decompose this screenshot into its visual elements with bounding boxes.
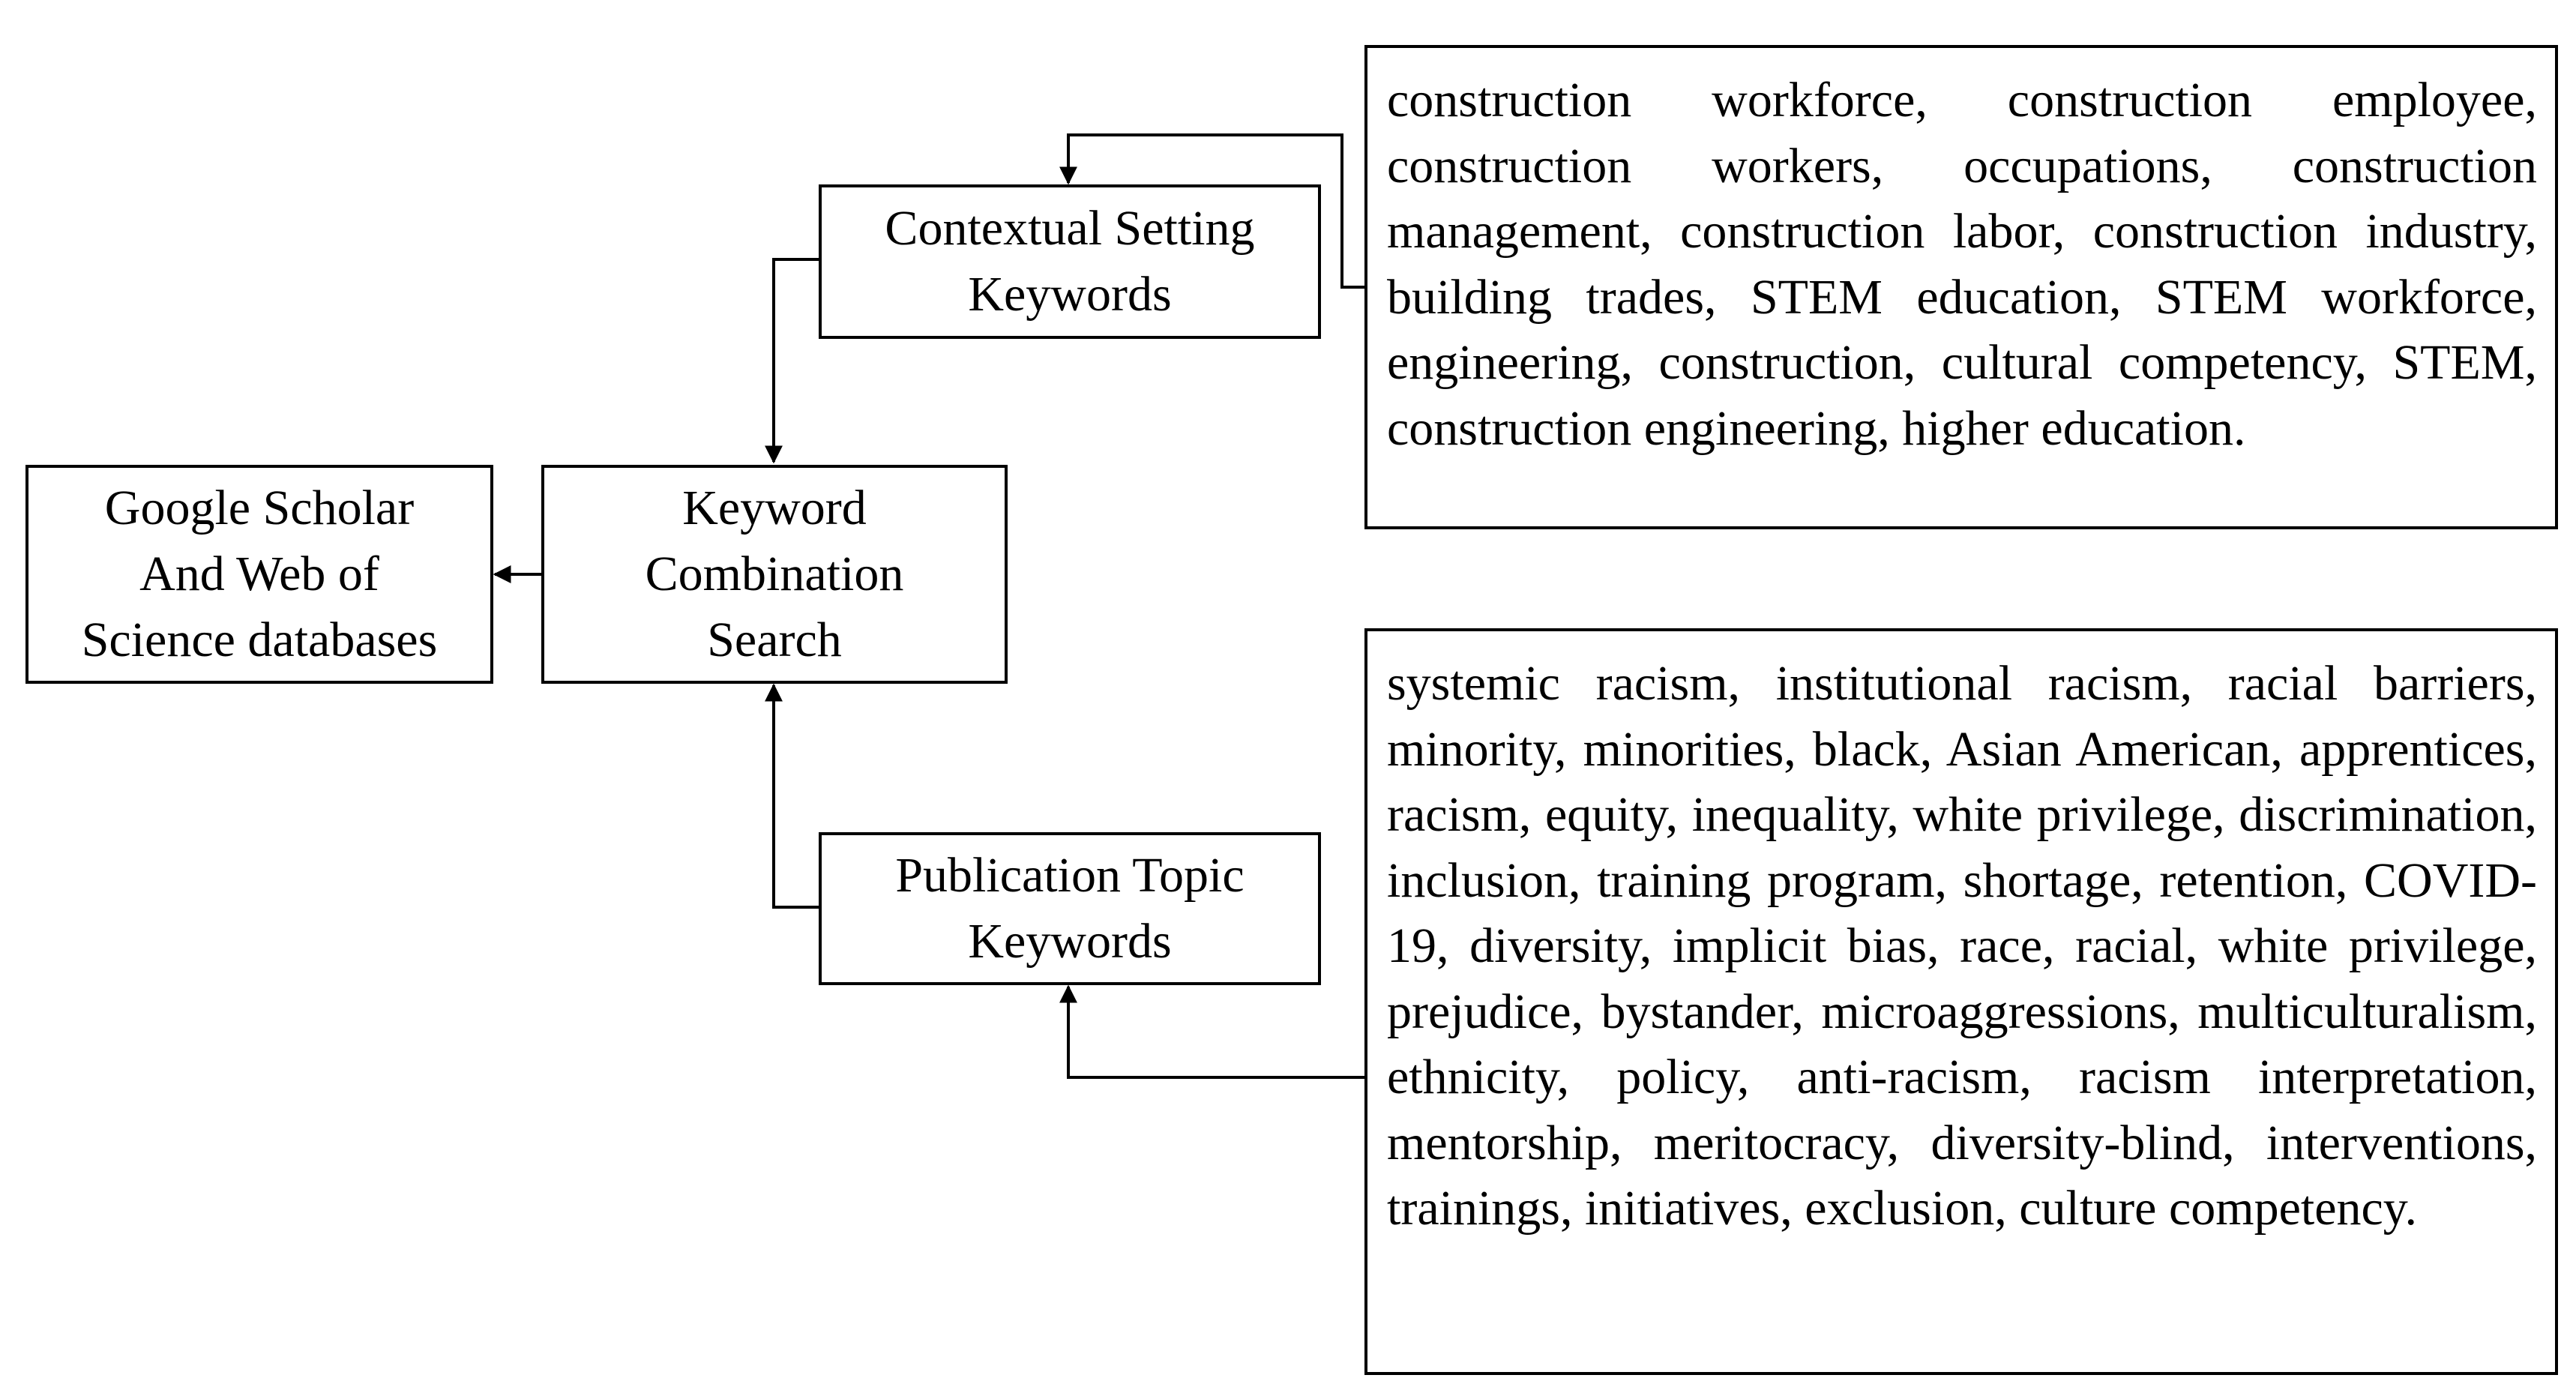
- publication-topic-keywords-node: Publication Topic Keywords: [819, 832, 1321, 985]
- keyword-combination-search-node: Keyword Combination Search: [541, 465, 1008, 684]
- contextual-setting-keywords-label: Contextual Setting Keywords: [885, 201, 1255, 322]
- topic-keyword-text: systemic racism, institutional racism, r…: [1387, 656, 2537, 1236]
- arrow-contextual-to-search: [765, 258, 819, 464]
- databases-label: Google Scholar And Web of Science databa…: [81, 481, 438, 667]
- topic-keyword-list: systemic racism, institutional racism, r…: [1364, 628, 2558, 1375]
- arrow-topic-to-search: [765, 683, 819, 909]
- keyword-combination-search-label: Keyword Combination Search: [645, 481, 904, 667]
- contextual-setting-keywords-node: Contextual Setting Keywords: [819, 184, 1321, 339]
- databases-node: Google Scholar And Web of Science databa…: [25, 465, 493, 684]
- contextual-keyword-text: construction workforce, construction emp…: [1387, 73, 2537, 456]
- arrow-topic-list-to-topic-box: [1059, 984, 1364, 1079]
- arrow-contextual-list-to-contextual-box: [1059, 133, 1364, 289]
- publication-topic-keywords-label: Publication Topic Keywords: [895, 848, 1245, 969]
- contextual-keyword-list: construction workforce, construction emp…: [1364, 45, 2558, 529]
